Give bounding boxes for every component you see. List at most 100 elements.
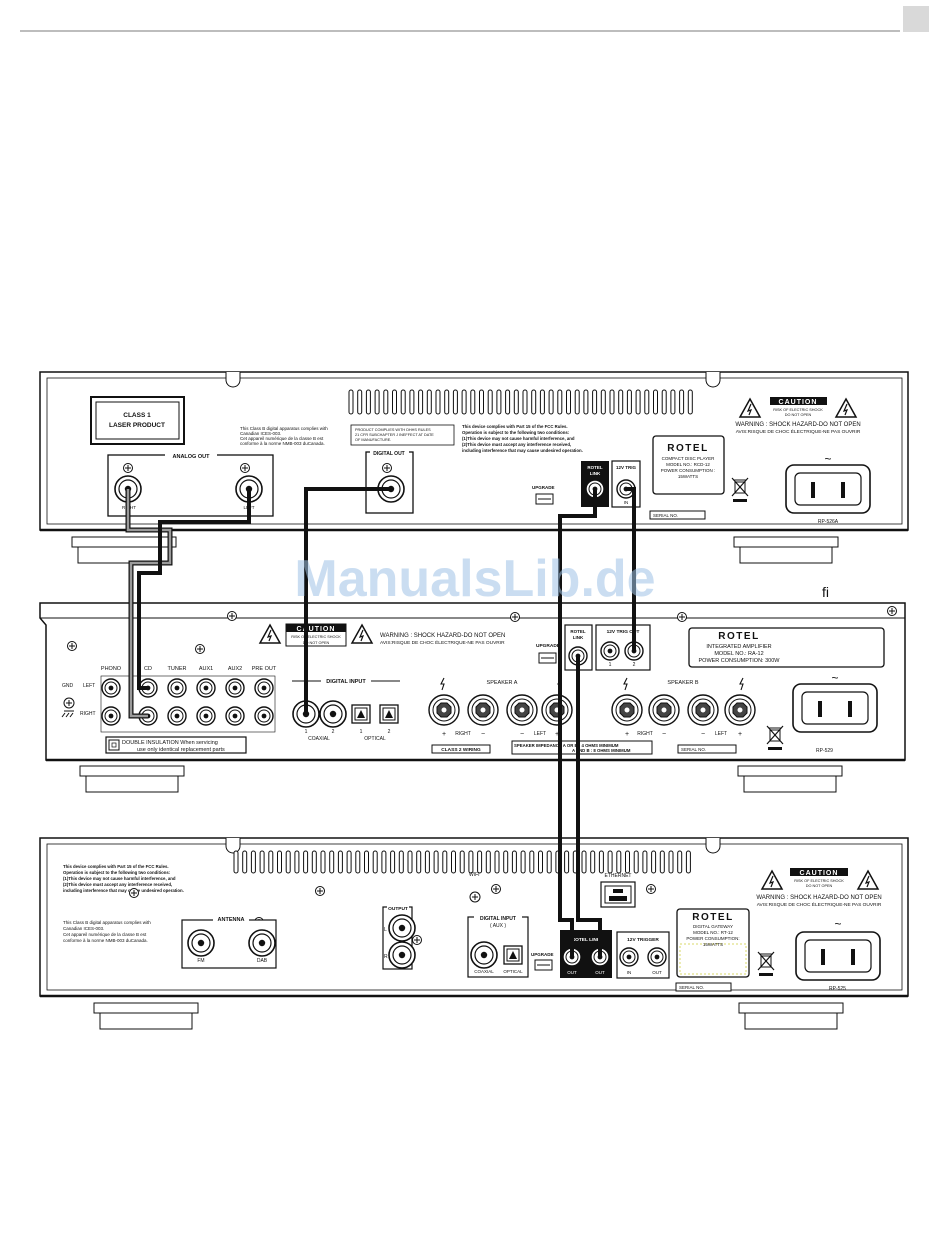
gw-wifi-label: WIFI (469, 872, 480, 878)
amp-optical-1-jack[interactable] (351, 704, 371, 724)
gw-fcc-text-2: Operation is subject to the following tw… (63, 870, 171, 875)
vent-slot (564, 850, 570, 874)
gw-fcc-text-4: (2)This device must accept any interfere… (63, 882, 172, 887)
digital-out-label: DIGITAL OUT (373, 451, 404, 457)
vent-slot (685, 850, 691, 874)
vent-slot (424, 850, 430, 874)
cd-rotel-link-line1: ROTEL (587, 465, 603, 470)
cd-spec-3: POWER CONSUMPTION : (661, 468, 716, 473)
vent-slot (618, 389, 624, 415)
vent-slot (268, 850, 274, 874)
cd-warning-1: WARNING : SHOCK HAZARD-DO NOT OPEN (735, 422, 860, 428)
vent-slot (303, 850, 309, 874)
vent-slot (520, 850, 526, 874)
vent-slot (357, 389, 363, 415)
vent-slot (668, 850, 674, 874)
cd-warning-2: AVIS:RISQUE DE CHOC ÉLECTRIQUE-NE PAS OU… (736, 428, 861, 435)
gw-trigger-out-jack[interactable] (647, 947, 667, 967)
vent-slot (407, 850, 413, 874)
amp-input-cd: CD (144, 666, 152, 672)
amp-input-aux2: AUX2 (228, 666, 242, 672)
gw-coax-jack[interactable] (470, 941, 498, 969)
amp-trig-num-2: 2 (633, 662, 636, 668)
cd-ac-symbol: ~ (824, 452, 831, 466)
vent-slot (383, 389, 389, 415)
cd-ac-inlet[interactable] (785, 464, 871, 514)
vent-slot (250, 850, 256, 874)
vent-slot (642, 850, 648, 874)
vent-slot (364, 850, 369, 874)
gw-output-r-jack[interactable] (388, 941, 416, 969)
vent-slot (468, 850, 474, 874)
vent-slot (653, 389, 658, 415)
gw-link-out-1: OUT (567, 970, 577, 975)
gw-spec-2: MODEL NO.: RT-12 (693, 930, 733, 935)
amp-trig-out-1-jack[interactable] (600, 641, 620, 661)
vent-slot (583, 389, 589, 415)
cd-fcc-text-5: including interference that may cause un… (462, 448, 583, 453)
amp-spk-left-a: LEFT (534, 731, 546, 737)
gw-optical-jack[interactable] (503, 945, 523, 965)
vent-slot (661, 389, 667, 415)
gw-fcc-text-1: This device complies with Part 15 of the… (63, 864, 169, 869)
vent-slot (511, 850, 517, 874)
vent-slot (435, 389, 441, 415)
amp-optical-2-jack[interactable] (379, 704, 399, 724)
page-corner-box (903, 6, 929, 32)
vent-slot (538, 850, 543, 874)
amp-warning-1: WARNING : SHOCK HAZARD-DO NOT OPEN (380, 633, 505, 639)
amp-serial-label: SERIAL NO. (681, 747, 706, 752)
amp-ac-inlet[interactable] (792, 683, 878, 733)
gw-trigger-in: IN (627, 970, 632, 975)
vent-slot (496, 389, 502, 415)
amp-coax-num-1: 1 (305, 729, 308, 735)
gw-digital-input-1: DIGITAL INPUT (480, 916, 516, 922)
vent-slot (461, 389, 467, 415)
vent-slot (365, 389, 371, 415)
amp-right-label: RIGHT (80, 711, 96, 717)
amp-coax-2-jack[interactable] (319, 700, 347, 728)
gw-fcc-text-5: including interference that may cause un… (63, 888, 184, 893)
gw-rotel-link-label: ROTEL LINK (572, 937, 601, 943)
amp-trig-out-label: 12V TRIG OUT (607, 629, 640, 635)
cd-spec-4: 15WATTS (678, 474, 698, 479)
gw-caution-sub-1: RISK OF ELECTRIC SHOCK (794, 879, 844, 883)
vent-slot (452, 389, 458, 415)
amp-trig-num-1: 1 (609, 662, 612, 668)
vent-slot (548, 389, 554, 415)
vent-slot (494, 850, 500, 874)
gw-trigger-in-jack[interactable] (619, 947, 639, 967)
gw-r-label: R (384, 954, 388, 960)
vent-slot (459, 850, 465, 874)
amp-coax-num-2: 2 (332, 729, 335, 735)
vent-slot (416, 850, 422, 874)
vent-slot (522, 389, 528, 415)
dab-antenna-jack[interactable] (248, 929, 276, 957)
gw-ac-inlet[interactable] (795, 931, 881, 981)
amp-minus-4: − (701, 731, 705, 738)
gw-trigger-label: 12V TRIGGER (627, 937, 659, 943)
vent-slot (651, 850, 657, 874)
vent-slot (400, 389, 406, 415)
gw-digital-input-2: ( AUX ) (490, 923, 506, 929)
cd-fcc-text-1: This device complies with Part 15 of the… (462, 424, 568, 429)
laser-label-line1: CLASS 1 (123, 412, 151, 419)
vent-slot (372, 850, 378, 874)
vent-slot (470, 389, 476, 415)
amp-caution-sub-1: RISK OF ELECTRIC SHOCK (291, 635, 341, 639)
amp-spec-1: INTEGRATED AMPLIFIER (706, 644, 771, 650)
fm-antenna-jack[interactable] (187, 929, 215, 957)
vent-slot (633, 850, 639, 874)
cd-serial-label: SERIAL NO. (653, 513, 678, 518)
cd-upgrade-label: UPGRADE (532, 485, 555, 490)
amp-spk-left-b: LEFT (715, 731, 727, 737)
gw-output-l-jack[interactable] (388, 914, 416, 942)
cd-rotel-link-line2: LINK (590, 471, 601, 476)
vent-slot (355, 850, 361, 874)
amp-rotel-link-line2: LINK (573, 635, 584, 640)
vent-slot (574, 389, 580, 415)
vent-slot (644, 389, 650, 415)
amp-upgrade-label: UPGRADE (536, 643, 561, 649)
amp-spk-right-a: RIGHT (455, 731, 471, 737)
amp-caution-label: CAUTION (297, 626, 336, 633)
